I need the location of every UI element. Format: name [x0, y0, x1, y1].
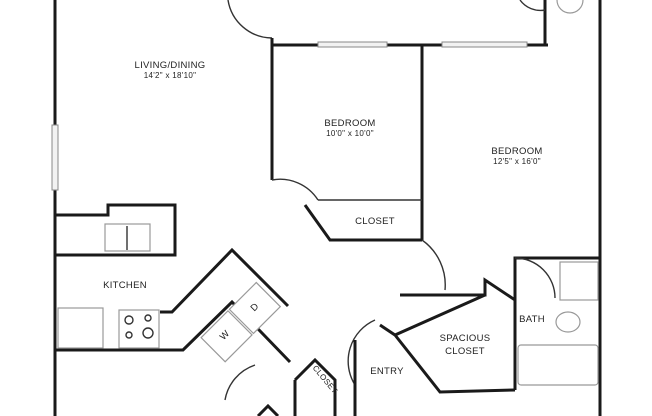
- bath-sink: [559, 261, 599, 301]
- entry-door-swing: [347, 319, 376, 386]
- spacious-closet-wall: [379, 293, 516, 394]
- laundry-door-swing: [224, 364, 256, 401]
- left-window: [51, 124, 59, 191]
- label-line: CLOSET: [445, 346, 485, 357]
- closet-label: CLOSET: [355, 216, 395, 227]
- room-name: LIVING/DINING: [134, 60, 206, 71]
- label-line: SPACIOUS: [439, 333, 491, 344]
- washer: [200, 309, 253, 363]
- patio-fixture: [556, 0, 584, 14]
- kitchen-counter: [55, 203, 177, 257]
- bath-label: BATH: [519, 314, 545, 325]
- refrigerator: [57, 307, 104, 349]
- bedroom2-label: BEDROOM 12'5" x 16'0": [462, 146, 572, 166]
- room-name: BEDROOM: [324, 118, 376, 129]
- window: [317, 41, 388, 48]
- kitchen-label: KITCHEN: [103, 280, 147, 291]
- window: [441, 41, 528, 48]
- entry-label: ENTRY: [370, 366, 404, 377]
- room-name: BEDROOM: [491, 146, 543, 157]
- room-dims: 14'2" x 18'10": [143, 71, 197, 80]
- bedroom1-label: BEDROOM 10'0" x 10'0": [300, 118, 400, 138]
- bedroom-door-swing: [271, 178, 319, 201]
- room-dims: 10'0" x 10'0": [326, 129, 374, 138]
- spacious-closet-label: SPACIOUS CLOSET: [425, 332, 505, 358]
- dryer: [228, 281, 282, 335]
- room-dims: 12'5" x 16'0": [493, 157, 541, 166]
- bedroom2-door-swing: [421, 239, 446, 291]
- bathtub: [517, 344, 599, 386]
- stove: [118, 309, 160, 349]
- living-label: LIVING/DINING 14'2" x 18'10": [115, 60, 225, 80]
- kitchen-lower-counter: [55, 299, 292, 364]
- patio-door-swing: [227, 0, 273, 39]
- toilet: [555, 311, 581, 333]
